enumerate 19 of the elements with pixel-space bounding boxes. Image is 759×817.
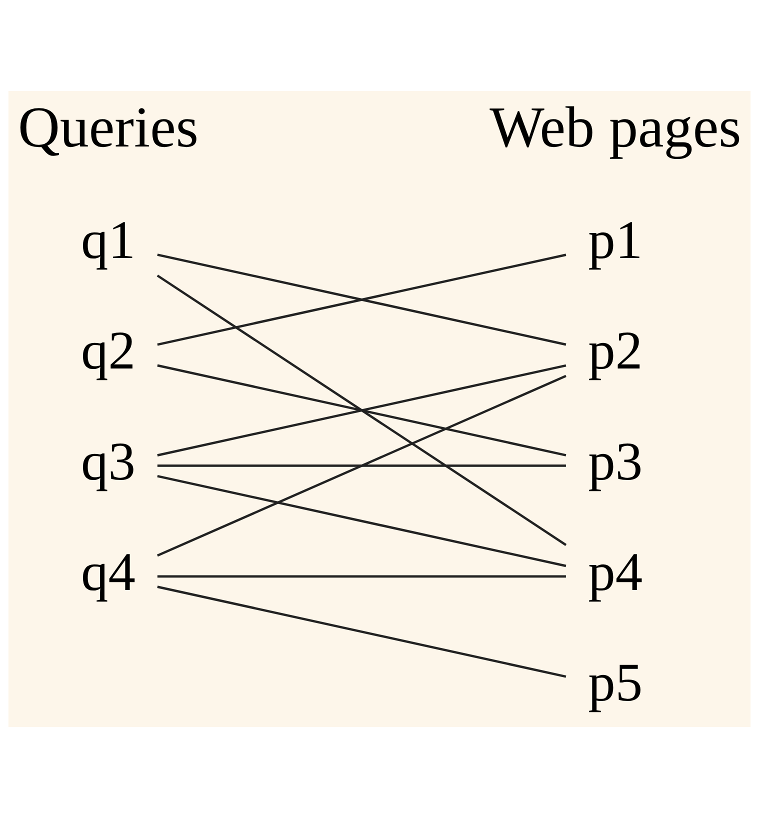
node-text: q2 [81, 319, 136, 380]
connector [157, 474, 566, 567]
label: Queries [18, 94, 198, 160]
connector [156, 374, 566, 556]
node-text: p4 [588, 540, 643, 602]
node-text: p5 [588, 651, 643, 712]
connector [156, 274, 567, 546]
connector [157, 574, 566, 578]
node-text: q1 [81, 208, 136, 270]
node-text: p2 [588, 319, 643, 380]
node-text: p3 [588, 430, 643, 491]
node-text: p1 [588, 208, 643, 270]
connector [157, 253, 566, 346]
connector [157, 364, 566, 456]
connector [157, 464, 566, 466]
label: Web pages [490, 94, 742, 160]
node-text: q4 [81, 540, 136, 602]
connector [157, 585, 566, 678]
node-text: q3 [81, 430, 136, 491]
